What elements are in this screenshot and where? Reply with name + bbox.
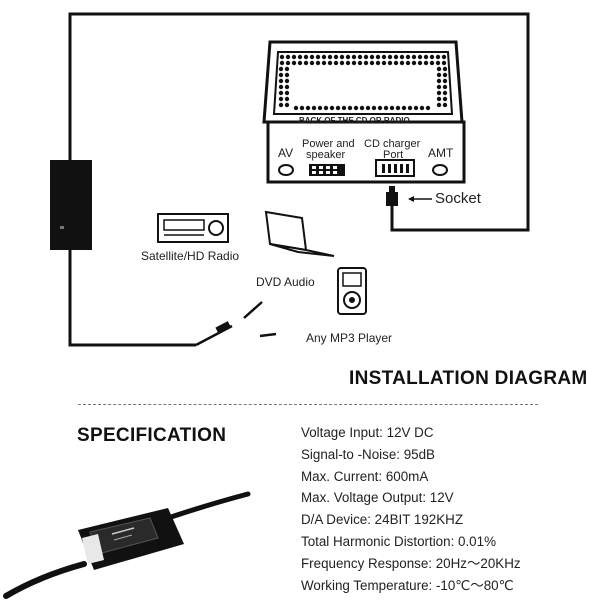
satellite-radio-device bbox=[157, 213, 229, 243]
installation-diagram-title: INSTALLATION DIAGRAM bbox=[349, 368, 588, 389]
amt-port-label: AMT bbox=[428, 146, 454, 160]
spec-item: Voltage Input: 12V DC bbox=[301, 425, 434, 440]
av-port bbox=[278, 164, 294, 176]
socket-connector bbox=[386, 186, 398, 206]
socket-label: Socket bbox=[435, 190, 481, 207]
adapter-led bbox=[60, 226, 64, 229]
spec-item: Max. Current: 600mA bbox=[301, 468, 429, 484]
power-speaker-label-line1: Power and bbox=[302, 138, 355, 150]
main-cable bbox=[68, 12, 530, 347]
spec-item: Total Harmonic Distortion: 0.01% bbox=[301, 533, 496, 549]
installation-diagram bbox=[50, 12, 530, 347]
radio-back-label: BACK OF THE CD OR RADIO bbox=[299, 116, 410, 125]
satellite-radio-label: Satellite/HD Radio bbox=[141, 249, 240, 263]
section-divider bbox=[78, 404, 538, 405]
adapter-box bbox=[50, 160, 92, 250]
spec-item: Signal-to -Noise: 95dB bbox=[301, 446, 435, 462]
spec-item: D/A Device: 24BIT 192KHZ bbox=[301, 512, 464, 528]
adapter-product-image bbox=[3, 491, 251, 599]
mp3-player-label: Any MP3 Player bbox=[306, 331, 393, 345]
specification-list: Voltage Input: 12V DC Signal-to -Noise: … bbox=[301, 422, 521, 596]
specification-title: SPECIFICATION bbox=[77, 425, 227, 446]
power-speaker-label-line2: speaker bbox=[306, 149, 346, 161]
aux-jack bbox=[195, 301, 277, 347]
cd-charger-label-line2: Port bbox=[383, 149, 404, 161]
mp3-player-device bbox=[337, 267, 367, 315]
dvd-laptop-device bbox=[264, 210, 335, 257]
spec-item: Max. Voltage Output: 12V bbox=[301, 490, 454, 506]
spec-item: Frequency Response: 20Hz～20KHz bbox=[301, 555, 521, 571]
dvd-audio-label: DVD Audio bbox=[256, 275, 315, 289]
power-speaker-port bbox=[309, 164, 345, 176]
aux-plug bbox=[215, 321, 232, 334]
av-port-label: AV bbox=[278, 146, 294, 160]
cd-charger-label-line1: CD charger bbox=[364, 138, 421, 150]
vent-grille bbox=[278, 54, 448, 111]
amt-port bbox=[432, 164, 448, 176]
socket-arrow bbox=[408, 196, 432, 202]
spec-item: Working Temperature: -10℃～80℃ bbox=[301, 577, 514, 593]
head-unit bbox=[262, 40, 466, 184]
